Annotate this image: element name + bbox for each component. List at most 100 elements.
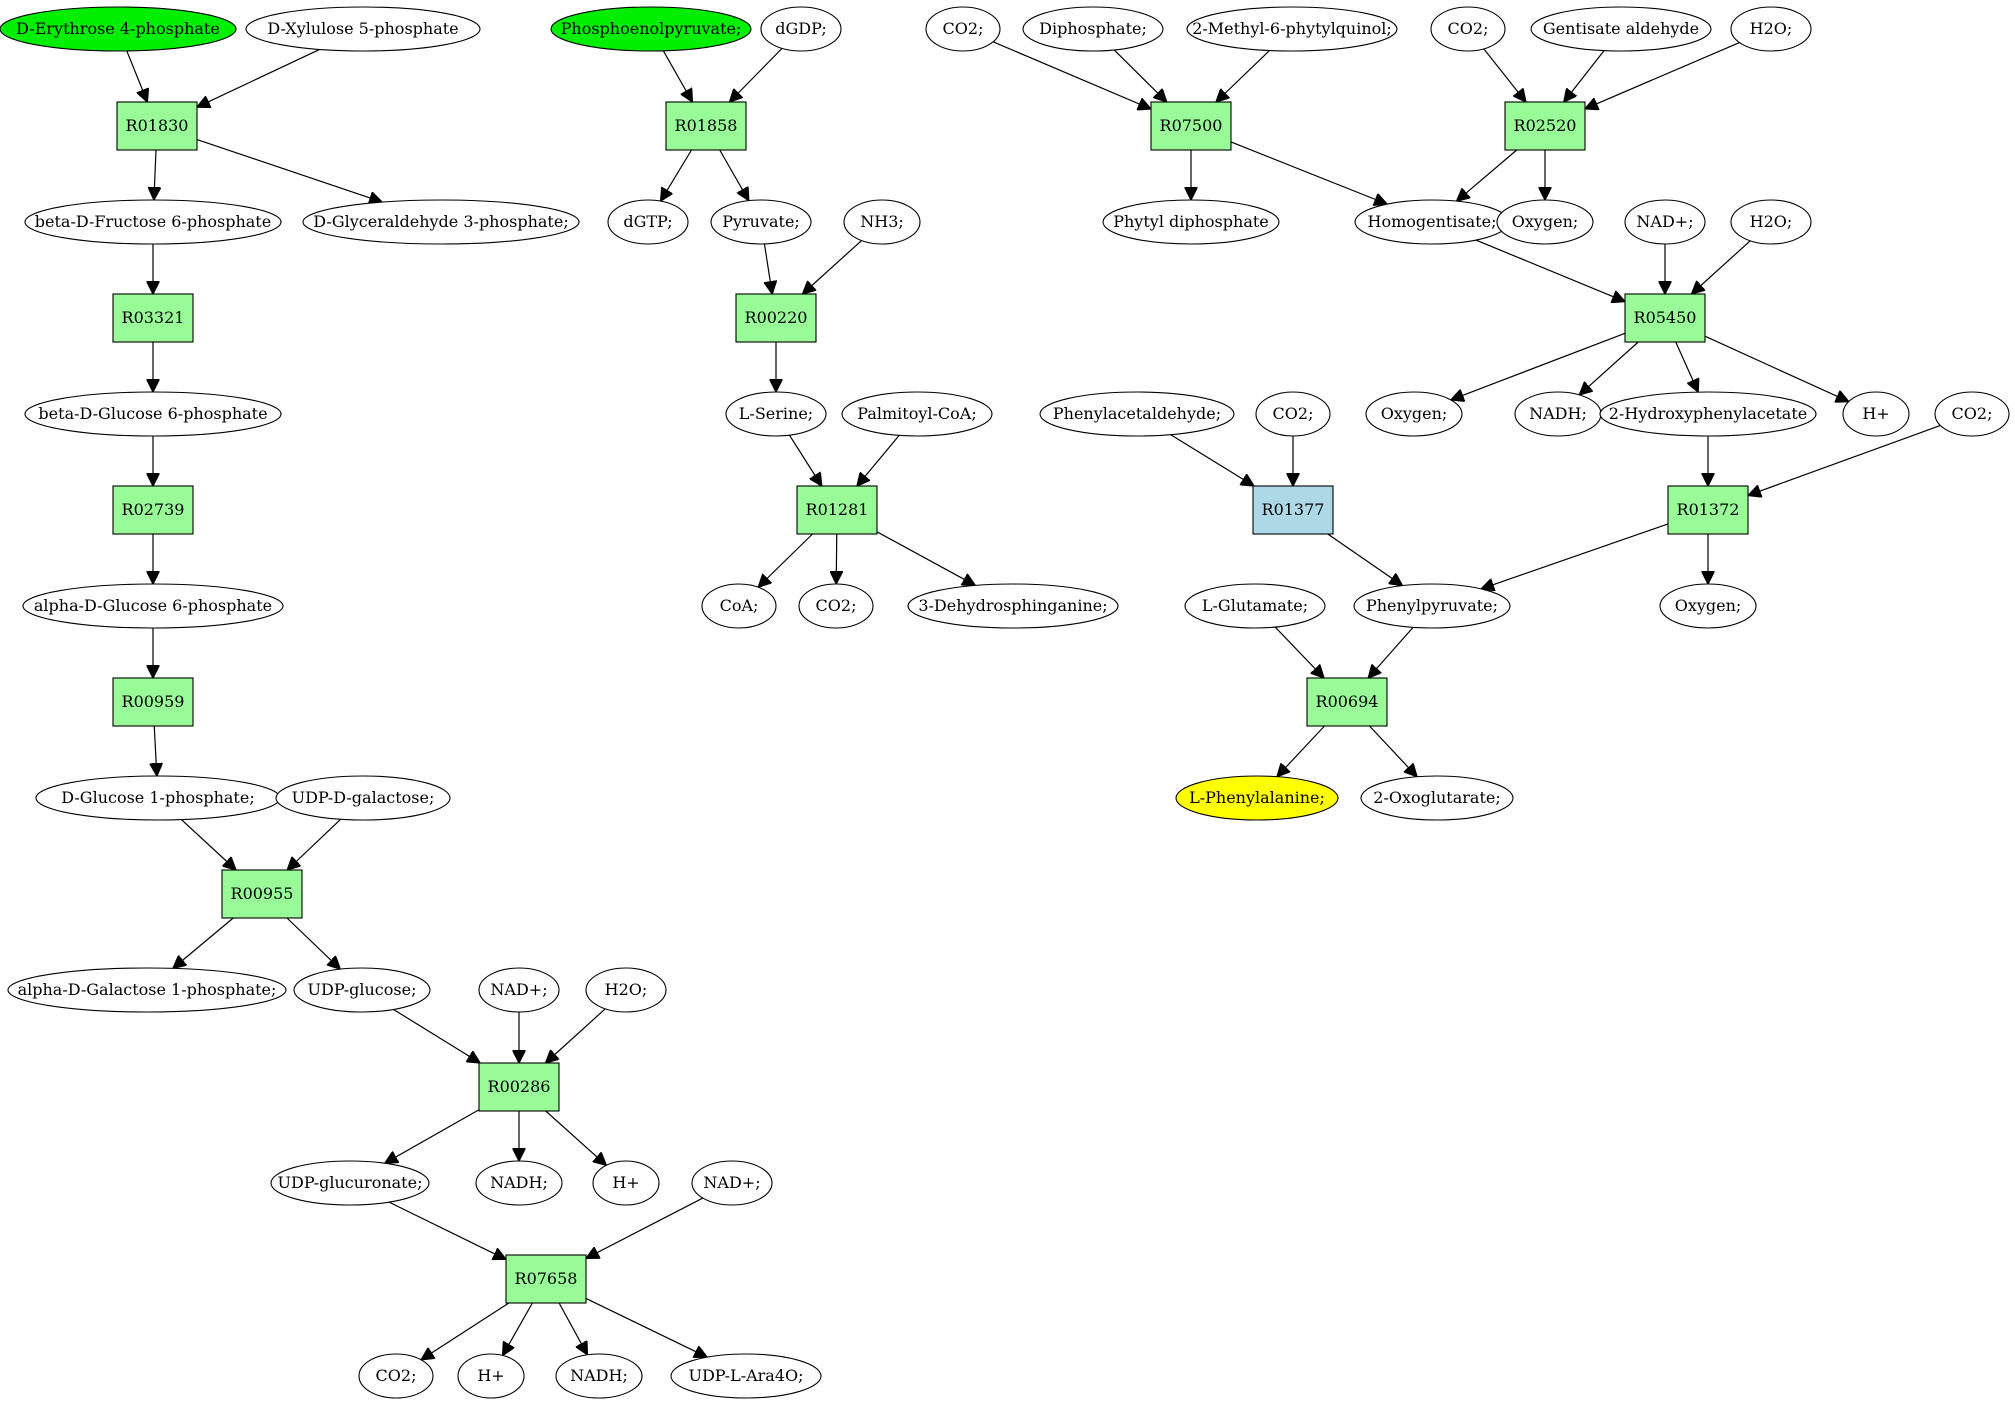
compound-node-c_h_b[interactable]: H+ xyxy=(457,1353,525,1399)
edge-c_phpyr-to-r_r00694 xyxy=(1368,626,1414,678)
reaction-node-r_r05450[interactable]: R05450 xyxy=(1624,293,1706,343)
reaction-node-r_r00220[interactable]: R00220 xyxy=(735,293,817,343)
compound-label: alpha-D-Galactose 1-phosphate; xyxy=(18,980,277,999)
compound-node-c_pyr[interactable]: Pyruvate; xyxy=(710,199,812,245)
compound-node-c_dgdp[interactable]: dGDP; xyxy=(760,6,842,52)
edge-r_r00959-to-c_g1p xyxy=(154,725,157,776)
edge-r_r02520-to-c_homog xyxy=(1457,149,1518,201)
compound-node-c_h2o_b[interactable]: H2O; xyxy=(1730,6,1812,52)
reaction-node-r_r00959[interactable]: R00959 xyxy=(112,677,194,727)
compound-node-c_lser[interactable]: L-Serine; xyxy=(725,391,827,437)
reaction-node-r_r01858[interactable]: R01858 xyxy=(665,101,747,151)
compound-node-c_pep[interactable]: Phosphoenolpyruvate; xyxy=(550,6,752,52)
reaction-node-r_r00955[interactable]: R00955 xyxy=(221,869,303,919)
compound-node-c_oxy_c[interactable]: Oxygen; xyxy=(1659,583,1757,629)
reaction-box xyxy=(478,1062,560,1112)
edge-c_co2_f-to-r_r01372 xyxy=(1748,424,1941,495)
compound-node-c_nadh_b[interactable]: NADH; xyxy=(555,1353,643,1399)
compound-node-c_phytdp[interactable]: Phytyl diphosphate xyxy=(1102,199,1280,245)
compound-node-c_oxy_a[interactable]: Oxygen; xyxy=(1496,199,1594,245)
compound-node-c_co2_d[interactable]: CO2; xyxy=(1430,6,1506,52)
reaction-box xyxy=(112,485,194,535)
compound-node-c_nad_c[interactable]: NAD+; xyxy=(1624,199,1706,245)
compound-node-c_udpglc[interactable]: UDP-glucose; xyxy=(293,967,431,1013)
compound-node-c_e4p[interactable]: D-Erythrose 4-phosphate xyxy=(0,6,237,52)
compound-node-c_3dhs[interactable]: 3-Dehydrosphinganine; xyxy=(907,583,1119,629)
compound-node-c_phacald[interactable]: Phenylacetaldehyde; xyxy=(1039,391,1235,437)
compound-label: L-Serine; xyxy=(739,404,813,423)
compound-node-c_phpyr[interactable]: Phenylpyruvate; xyxy=(1353,583,1511,629)
edge-r_r05450-to-c_nadh_c xyxy=(1579,341,1639,395)
reaction-node-r_r01281[interactable]: R01281 xyxy=(796,485,878,535)
compound-node-c_nad_a[interactable]: NAD+; xyxy=(478,967,560,1013)
compound-node-c_lglu[interactable]: L-Glutamate; xyxy=(1184,583,1326,629)
reaction-node-r_r03321[interactable]: R03321 xyxy=(112,293,194,343)
compound-node-c_2m6p[interactable]: 2-Methyl-6-phytylquinol; xyxy=(1186,6,1398,52)
compound-node-c_h_c[interactable]: H+ xyxy=(1842,391,1910,437)
compound-node-c_nad_b[interactable]: NAD+; xyxy=(691,1160,773,1206)
compound-label: 2-Methyl-6-phytylquinol; xyxy=(1192,19,1392,38)
reaction-node-r_r01377[interactable]: R01377 xyxy=(1252,485,1334,535)
compound-ellipse xyxy=(1022,6,1164,52)
compound-node-c_agal1p[interactable]: alpha-D-Galactose 1-phosphate; xyxy=(7,967,287,1013)
compound-ellipse xyxy=(841,391,993,437)
compound-node-c_ag6p[interactable]: alpha-D-Glucose 6-phosphate xyxy=(22,583,284,629)
compound-node-c_bg6p[interactable]: beta-D-Glucose 6-phosphate xyxy=(24,391,282,437)
compound-node-c_dgtp[interactable]: dGTP; xyxy=(607,199,689,245)
compound-node-c_oxy_b[interactable]: Oxygen; xyxy=(1365,391,1463,437)
compound-label: dGDP; xyxy=(775,19,826,38)
compound-label: Oxygen; xyxy=(1512,212,1579,231)
reaction-label: R00694 xyxy=(1316,692,1379,711)
compound-ellipse xyxy=(1659,583,1757,629)
reaction-node-r_r07658[interactable]: R07658 xyxy=(505,1254,587,1304)
compound-node-c_lphe[interactable]: L-Phenylalanine; xyxy=(1175,775,1339,821)
compound-label: H2O; xyxy=(605,980,648,999)
compound-node-c_co2_e[interactable]: CO2; xyxy=(1255,391,1331,437)
compound-node-c_nadh_c[interactable]: NADH; xyxy=(1514,391,1602,437)
compound-node-c_g1p[interactable]: D-Glucose 1-phosphate; xyxy=(35,775,281,821)
compound-ellipse xyxy=(1496,199,1594,245)
compound-node-c_bf6p[interactable]: beta-D-Fructose 6-phosphate xyxy=(24,199,282,245)
compound-node-c_xu5p[interactable]: D-Xylulose 5-phosphate xyxy=(245,6,481,52)
compound-node-c_udpara[interactable]: UDP-L-Ara4O; xyxy=(670,1353,822,1399)
reaction-node-r_r02739[interactable]: R02739 xyxy=(112,485,194,535)
edge-r_r07500-to-c_homog xyxy=(1230,141,1387,204)
compound-node-c_coa[interactable]: CoA; xyxy=(701,583,777,629)
reaction-box xyxy=(735,293,817,343)
compound-node-c_nadh_a[interactable]: NADH; xyxy=(475,1160,563,1206)
compound-ellipse xyxy=(607,199,689,245)
compound-node-c_h2o_c[interactable]: H2O; xyxy=(1730,199,1812,245)
reaction-label: R05450 xyxy=(1634,308,1697,327)
compound-node-c_palm[interactable]: Palmitoyl-CoA; xyxy=(841,391,993,437)
compound-node-c_nh3[interactable]: NH3; xyxy=(843,199,921,245)
compound-node-c_g3p[interactable]: D-Glyceraldehyde 3-phosphate; xyxy=(302,199,580,245)
compound-node-c_co2_c[interactable]: CO2; xyxy=(925,6,1001,52)
edge-r_r01281-to-c_co2_b xyxy=(836,533,837,584)
compound-node-c_udpglcA[interactable]: UDP-glucuronate; xyxy=(270,1160,430,1206)
reaction-node-r_r07500[interactable]: R07500 xyxy=(1150,101,1232,151)
compound-node-c_genald[interactable]: Gentisate aldehyde xyxy=(1530,6,1712,52)
compound-node-c_udpgal[interactable]: UDP-D-galactose; xyxy=(275,775,451,821)
edge-r_r05450-to-c_2hpa xyxy=(1675,341,1698,392)
edge-r_r01281-to-c_coa xyxy=(758,533,813,587)
compound-ellipse xyxy=(1730,6,1812,52)
compound-node-c_co2_b[interactable]: CO2; xyxy=(798,583,874,629)
edge-r_r01377-to-c_phpyr xyxy=(1327,533,1403,586)
reaction-node-r_r02520[interactable]: R02520 xyxy=(1504,101,1586,151)
compound-ellipse xyxy=(270,1160,430,1206)
reaction-node-r_r00286[interactable]: R00286 xyxy=(478,1062,560,1112)
reaction-node-r_r01372[interactable]: R01372 xyxy=(1667,485,1749,535)
compound-node-c_dip[interactable]: Diphosphate; xyxy=(1022,6,1164,52)
compound-node-c_homog[interactable]: Homogentisate; xyxy=(1354,199,1510,245)
compound-node-c_h_a[interactable]: H+ xyxy=(592,1160,660,1206)
reaction-box xyxy=(112,677,194,727)
compound-node-c_2hpa[interactable]: 2-Hydroxyphenylacetate xyxy=(1599,391,1817,437)
compound-node-c_h2o_a[interactable]: H2O; xyxy=(585,967,667,1013)
compound-node-c_co2_a[interactable]: CO2; xyxy=(358,1353,434,1399)
compound-node-c_2og[interactable]: 2-Oxoglutarate; xyxy=(1360,775,1514,821)
reaction-node-r_r00694[interactable]: R00694 xyxy=(1306,677,1388,727)
compound-label: CO2; xyxy=(943,19,984,38)
reaction-node-r_r01830[interactable]: R01830 xyxy=(116,101,198,151)
compound-node-c_co2_f[interactable]: CO2; xyxy=(1934,391,2010,437)
